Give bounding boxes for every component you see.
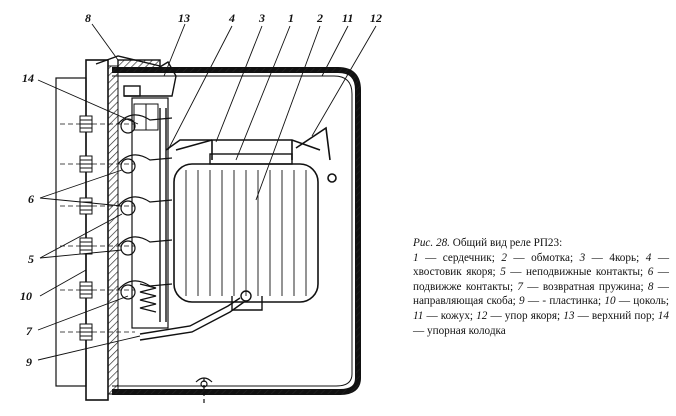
legend-text: — обмотка; (506, 251, 580, 264)
return-spring (139, 283, 157, 313)
contact-springs (117, 114, 173, 300)
legend-text: — цоколь; (615, 295, 669, 308)
legend-text: — хвостовик якоря; (413, 251, 670, 279)
coil (173, 163, 319, 303)
legend-number: 3 (579, 251, 586, 264)
callout-numbers: 8 13 4 3 1 2 11 12 14 6 5 10 7 9 (20, 11, 382, 369)
callout-8: 8 (85, 11, 91, 25)
legend-text: — верхний пор; (574, 309, 658, 322)
legend-text: — упор якоря; (487, 309, 564, 322)
legend-text: — направляющая скоба; (413, 280, 669, 308)
callout-6: 6 (28, 192, 34, 206)
callout-3: 3 (258, 11, 265, 25)
guide-bracket (95, 55, 177, 97)
leader-lines (37, 23, 377, 361)
legend-text: — упорная колодка (413, 324, 506, 337)
legend-text: — неподвижные контакты; (505, 266, 648, 279)
legend-number: 11 (413, 309, 424, 322)
legend-number: 2 (501, 251, 507, 264)
callout-9: 9 (26, 355, 32, 369)
legend-number: 9 (519, 295, 525, 308)
legend-text: — сердечник; (418, 251, 502, 264)
legend-number: 10 (604, 295, 616, 308)
legend-text: — кожух; (423, 309, 477, 322)
armature (175, 126, 337, 183)
callout-12: 12 (370, 11, 382, 25)
cover (112, 67, 361, 395)
legend-text: — - пластинка; (524, 295, 605, 308)
armature-tail (159, 108, 212, 322)
legend-text: — 4корь; (585, 251, 646, 264)
legend-number: 7 (517, 280, 523, 293)
callout-2: 2 (316, 11, 323, 25)
callout-7: 7 (26, 324, 33, 338)
pin-centerlines (60, 123, 135, 333)
plate (139, 297, 245, 341)
callout-5: 5 (28, 252, 34, 266)
legend-number: 6 (647, 266, 654, 279)
figure-label: Рис. 28. (413, 237, 450, 249)
legend-number: 8 (647, 280, 654, 293)
legend-number: 12 (476, 309, 488, 322)
legend-text: — возвратная пружина; (522, 280, 648, 293)
legend-number: 5 (500, 266, 506, 279)
callout-14: 14 (22, 71, 34, 85)
callout-11: 11 (342, 11, 353, 25)
legend-number: 1 (413, 251, 419, 264)
figure-caption: Рис. 28. Общий вид реле РП23: 1 — сердеч… (413, 236, 669, 338)
callout-1: 1 (288, 11, 294, 25)
legend-text: — подвижже контакты; (413, 266, 669, 293)
callout-13: 13 (178, 11, 190, 25)
callout-4: 4 (228, 11, 235, 25)
figure-title: Общий вид реле РП23: (452, 237, 563, 249)
mounting-bolt (195, 377, 213, 406)
base-panel (55, 59, 119, 401)
contact-block (131, 97, 169, 329)
legend-number: 14 (657, 309, 669, 322)
callout-10: 10 (20, 289, 32, 303)
legend-number: 4 (645, 251, 652, 264)
legend-number: 13 (563, 309, 575, 322)
figure-legend: 1 — сердечник; 2 — обмотка; 3 — 4корь; 4… (413, 252, 669, 337)
